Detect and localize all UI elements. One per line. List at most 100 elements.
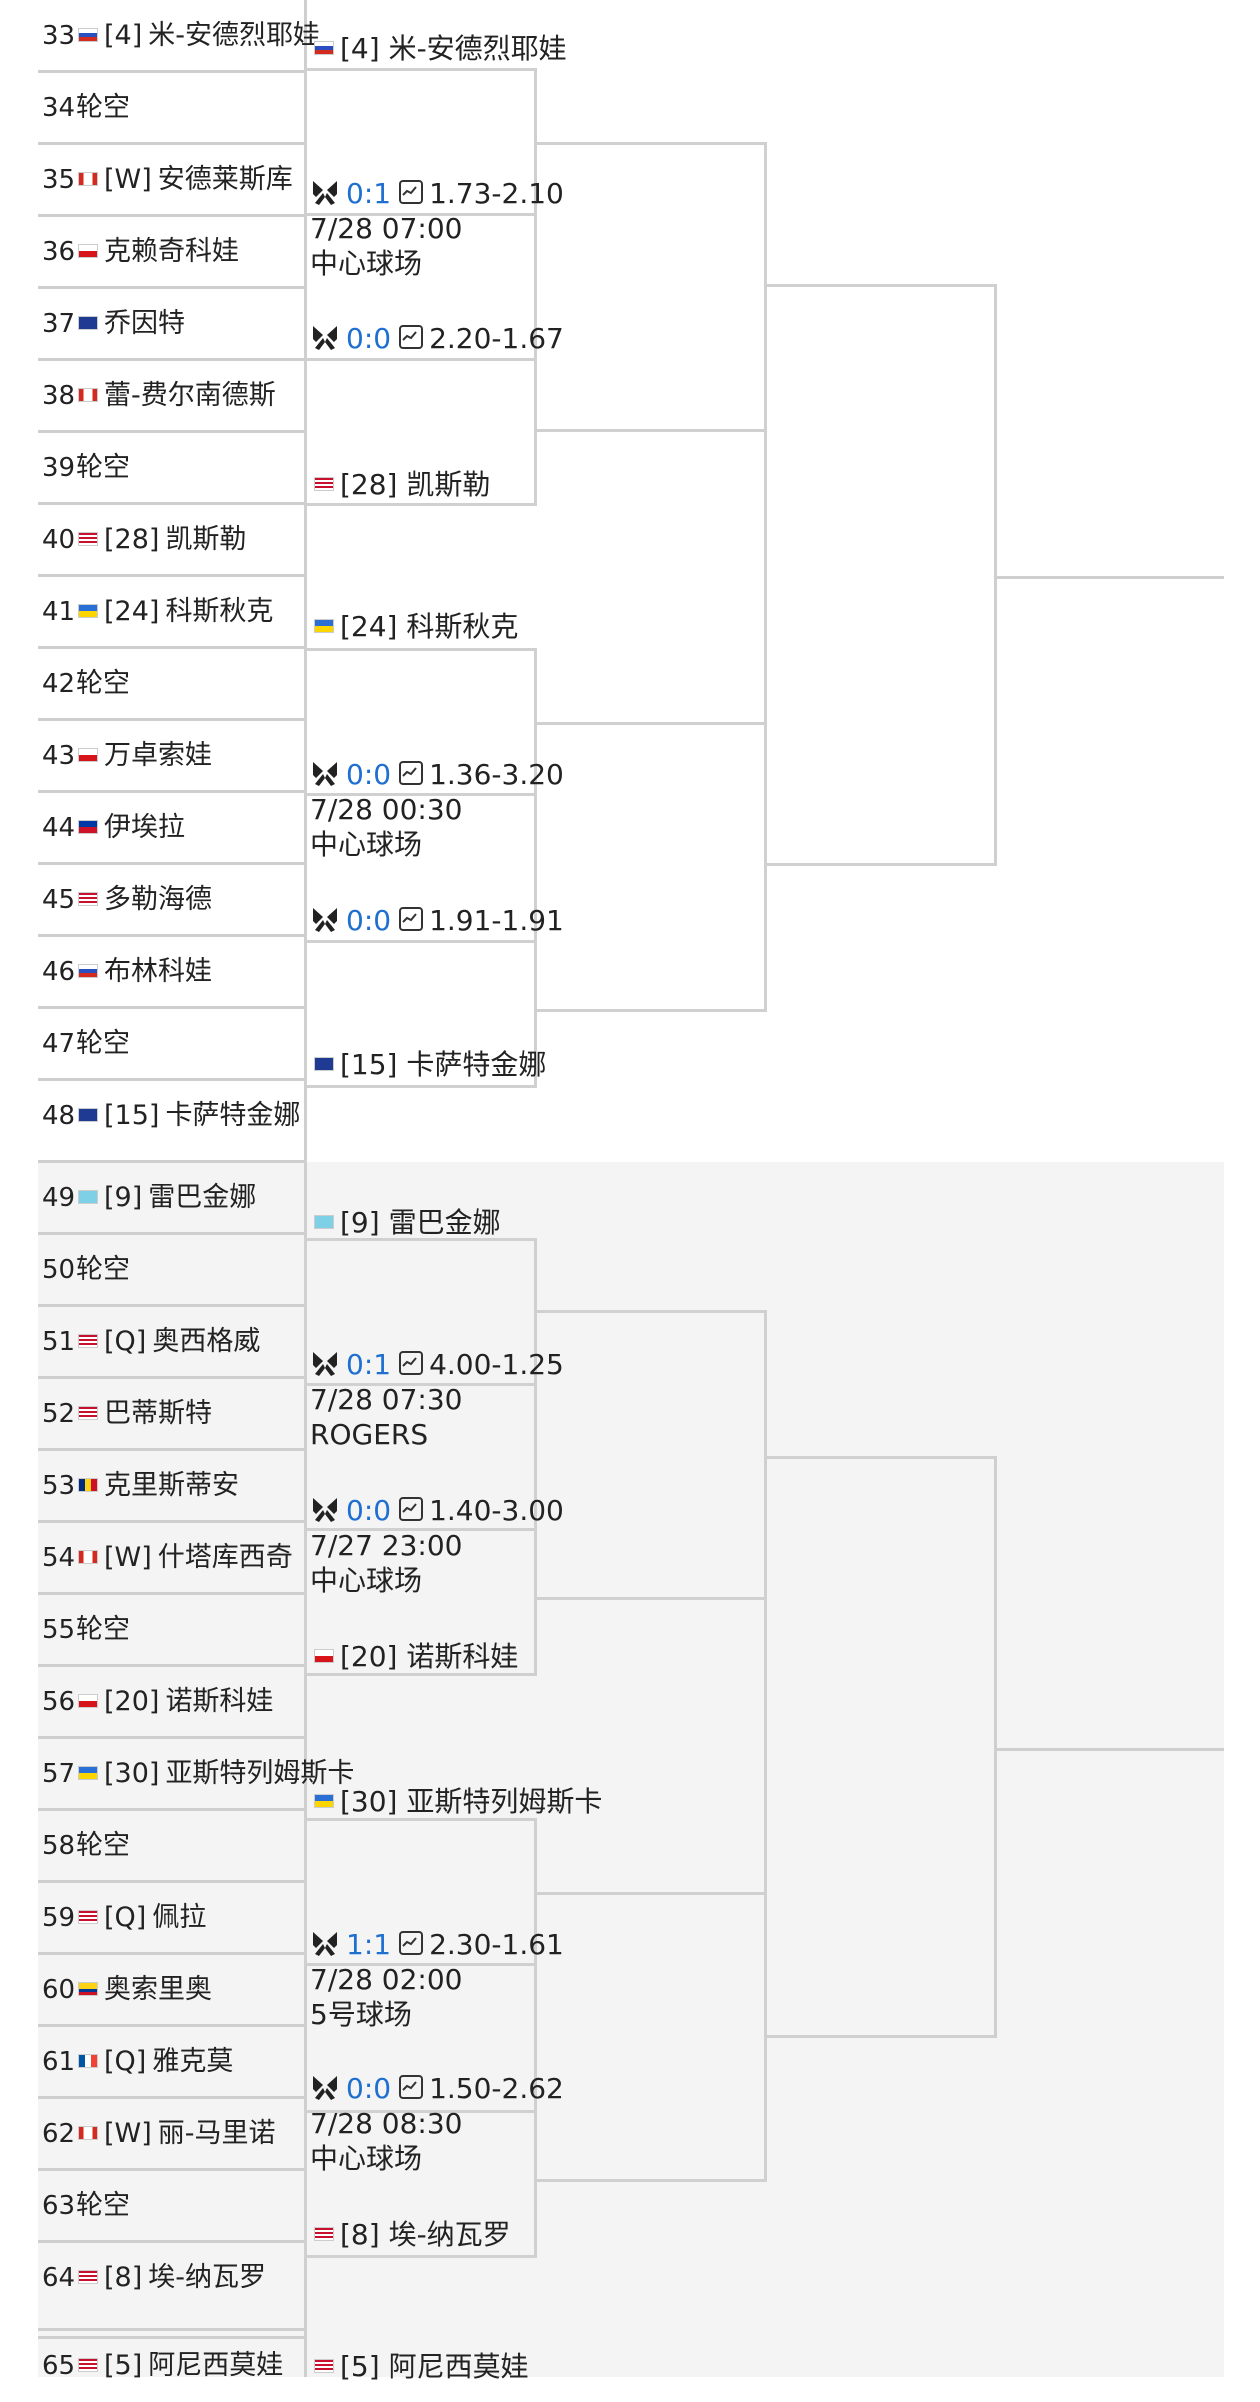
- seed-label: [24]: [104, 596, 160, 627]
- player-entry-58[interactable]: 58轮空: [38, 1810, 305, 1882]
- player-entry-42[interactable]: 42轮空: [38, 648, 305, 720]
- flag-fr-icon: [78, 2053, 98, 2068]
- flag-kz-icon: [314, 1215, 334, 1229]
- bracket-line: [304, 1162, 307, 2332]
- player-entry-54[interactable]: 54[W]什塔库西奇: [38, 1522, 305, 1594]
- draw-number: 46: [42, 957, 76, 987]
- player-entry-49[interactable]: 49[9]雷巴金娜: [38, 1162, 305, 1234]
- match-odds: 1.50-2.62: [429, 2072, 564, 2105]
- chart-icon[interactable]: [399, 1931, 424, 1955]
- flag-au-icon: [78, 1107, 98, 1122]
- match-info[interactable]: 0:0 1.91-1.91: [310, 904, 564, 938]
- chart-icon[interactable]: [399, 180, 424, 204]
- round2-player[interactable]: [20] 诺斯科娃: [312, 1640, 518, 1674]
- bracket-line: [38, 2168, 306, 2171]
- badminton-icon: [310, 1494, 340, 1524]
- flag-ru-icon: [78, 963, 98, 978]
- badminton-icon: [310, 904, 340, 934]
- round2-player-name: [24] 科斯秋克: [340, 610, 519, 643]
- draw-number: 33: [42, 21, 76, 51]
- player-entry-61[interactable]: 61[Q]雅克莫: [38, 2026, 305, 2098]
- chart-icon[interactable]: [399, 325, 424, 349]
- seed-label: [W]: [104, 1542, 152, 1573]
- player-entry-47[interactable]: 47轮空: [38, 1008, 305, 1080]
- player-entry-59[interactable]: 59[Q]佩拉: [38, 1882, 305, 1954]
- chart-icon[interactable]: [399, 2075, 424, 2099]
- player-entry-65[interactable]: 65[5]阿尼西莫娃: [38, 2330, 305, 2402]
- round2-player[interactable]: [4] 米-安德烈耶娃: [312, 32, 567, 66]
- player-entry-50[interactable]: 50轮空: [38, 1234, 305, 1306]
- draw-number: 58: [42, 1831, 76, 1861]
- draw-number: 62: [42, 2119, 76, 2149]
- player-entry-48[interactable]: 48[15]卡萨特金娜: [38, 1080, 305, 1152]
- player-entry-62[interactable]: 62[W]丽-马里诺: [38, 2098, 305, 2170]
- bracket-line: [994, 576, 1224, 579]
- player-entry-33[interactable]: 33[4]米-安德烈耶娃: [38, 0, 320, 72]
- chart-icon[interactable]: [399, 1497, 424, 1521]
- bracket-line: [38, 1808, 306, 1811]
- chart-icon[interactable]: [399, 907, 424, 931]
- round2-player[interactable]: [8] 埃-纳瓦罗: [312, 2218, 511, 2252]
- player-name: 蕾-费尔南德斯: [104, 380, 276, 411]
- seed-label: [30]: [104, 1758, 160, 1789]
- player-entry-57[interactable]: 57[30]亚斯特列姆斯卡: [38, 1738, 354, 1810]
- seed-label: [28]: [104, 524, 160, 555]
- round2-player[interactable]: [28] 凯斯勒: [312, 468, 490, 502]
- round2-player[interactable]: [5] 阿尼西莫娃: [312, 2350, 529, 2384]
- player-entry-40[interactable]: 40[28]凯斯勒: [38, 504, 305, 576]
- bracket-box: [304, 1528, 537, 1676]
- player-name: 克里斯蒂安: [104, 1470, 239, 1501]
- round2-player[interactable]: [24] 科斯秋克: [312, 610, 518, 644]
- chart-icon[interactable]: [399, 1351, 424, 1375]
- match-court: 中心球场: [310, 828, 423, 861]
- bracket-line: [38, 2328, 306, 2331]
- player-entry-35[interactable]: 35[W]安德莱斯库: [38, 144, 305, 216]
- player-entry-63[interactable]: 63轮空: [38, 2170, 305, 2242]
- flag-us-icon: [78, 531, 98, 546]
- match-odds: 1.91-1.91: [429, 904, 564, 937]
- bracket-box: [304, 358, 537, 506]
- player-entry-41[interactable]: 41[24]科斯秋克: [38, 576, 305, 648]
- bracket-line: [38, 574, 306, 577]
- match-odds: 1.73-2.10: [429, 177, 564, 210]
- seed-label: [W]: [104, 164, 152, 195]
- round2-player[interactable]: [9] 雷巴金娜: [312, 1206, 501, 1240]
- player-entry-51[interactable]: 51[Q]奥西格威: [38, 1306, 305, 1378]
- player-entry-64[interactable]: 64[8]埃-纳瓦罗: [38, 2242, 305, 2314]
- flag-ua-icon: [314, 1794, 334, 1808]
- round2-player-name: [30] 亚斯特列姆斯卡: [340, 1785, 603, 1818]
- bracket-section-3: [38, 2332, 1224, 2377]
- round2-player[interactable]: [30] 亚斯特列姆斯卡: [312, 1785, 602, 1819]
- match-score: 0:0: [346, 1494, 392, 1527]
- player-entry-55[interactable]: 55轮空: [38, 1594, 305, 1666]
- round2-player-name: [9] 雷巴金娜: [340, 1206, 501, 1239]
- round2-player[interactable]: [15] 卡萨特金娜: [312, 1048, 546, 1082]
- seed-label: [8]: [104, 2262, 143, 2293]
- chart-icon[interactable]: [399, 761, 424, 785]
- draw-number: 52: [42, 1399, 76, 1429]
- draw-number: 43: [42, 741, 76, 771]
- player-entry-34[interactable]: 34轮空: [38, 72, 305, 144]
- player-entry-39[interactable]: 39轮空: [38, 432, 305, 504]
- match-score: 0:0: [346, 904, 392, 937]
- player-entry-56[interactable]: 56[20]诺斯科娃: [38, 1666, 305, 1738]
